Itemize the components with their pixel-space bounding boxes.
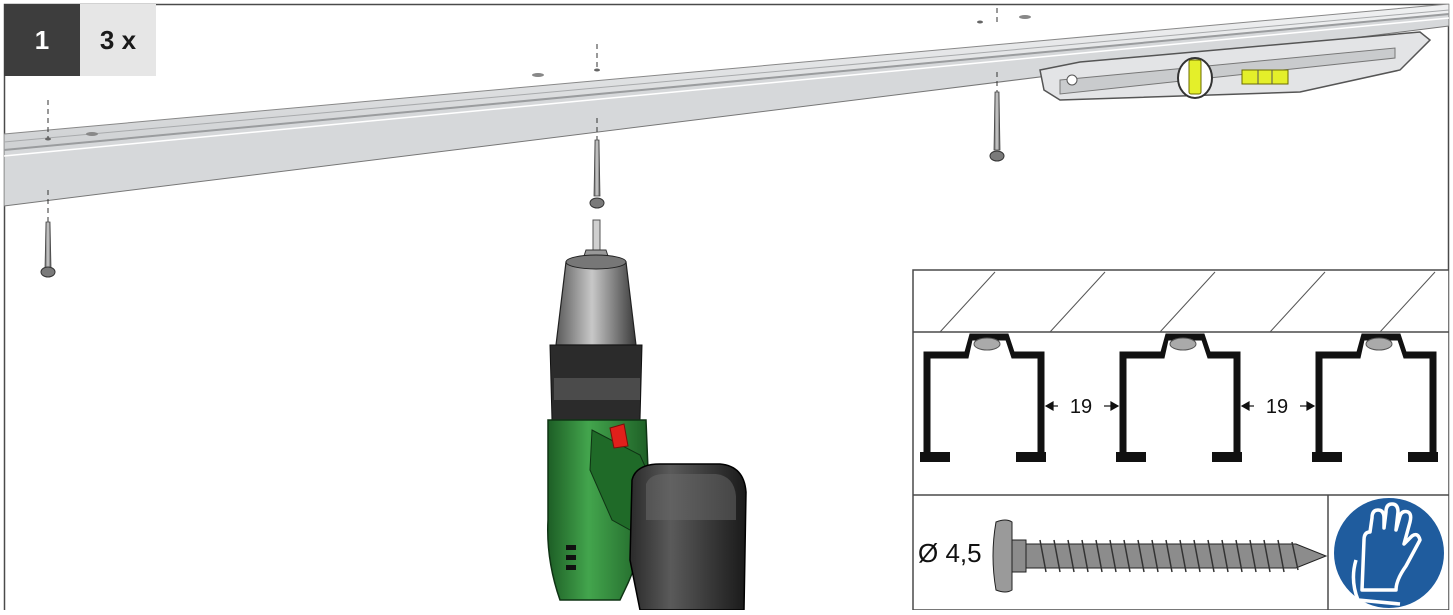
hole-guides: [47, 8, 998, 222]
spacing-label: 19: [1070, 396, 1092, 418]
drill-icon: [547, 219, 747, 610]
screw-diameter-label: Ø 4,5: [918, 538, 982, 568]
spacing-label: 19: [1266, 396, 1288, 418]
wear-gloves-icon: [1334, 498, 1444, 608]
ceiling-hatch: [939, 271, 1436, 333]
step-number: 1: [4, 4, 80, 76]
screw-icon: [989, 91, 1005, 162]
profile-detail-panel: 19 19 Ø 4,5: [912, 269, 1449, 610]
rail-profile: [920, 333, 1046, 462]
ceiling-rail: [4, 4, 1449, 207]
screw-icon: [992, 519, 1328, 593]
step-header: 1 3 x: [4, 4, 156, 76]
rail-profile: [1312, 333, 1438, 462]
spirit-level-icon: [1039, 31, 1432, 101]
screw-icon: [40, 221, 56, 278]
rail-profile: [1116, 333, 1242, 462]
spacing-arrows: [1044, 400, 1316, 412]
screw-icon: [589, 139, 605, 209]
step-quantity: 3 x: [80, 4, 156, 76]
